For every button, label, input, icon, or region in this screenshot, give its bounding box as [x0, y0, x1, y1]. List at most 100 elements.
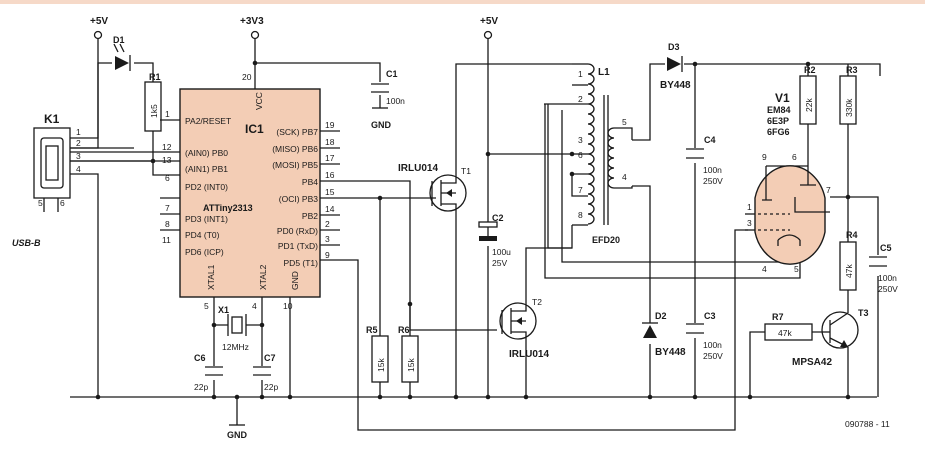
microcontroller-ic1: IC1 ATTiny2313 VCC XTAL1 XTAL2 GND PA2/R…	[160, 72, 340, 311]
svg-text:PD3 (INT1): PD3 (INT1)	[185, 214, 228, 224]
svg-text:22p: 22p	[194, 382, 208, 392]
svg-text:3: 3	[325, 234, 330, 244]
svg-text:18: 18	[325, 137, 335, 147]
junctions	[95, 60, 851, 400]
svg-text:PA2/RESET: PA2/RESET	[185, 116, 231, 126]
svg-text:22p: 22p	[264, 382, 278, 392]
transistor-t3: T3 MPSA42	[792, 308, 869, 368]
svg-text:C7: C7	[264, 353, 276, 363]
svg-text:100n: 100n	[878, 273, 897, 283]
mosfet-t1: IRLU014 T1	[398, 163, 471, 216]
svg-text:4: 4	[252, 301, 257, 311]
svg-text:R5: R5	[366, 325, 378, 335]
svg-text:C4: C4	[704, 135, 716, 145]
svg-text:4: 4	[622, 172, 627, 182]
svg-text:5: 5	[204, 301, 209, 311]
svg-text:R3: R3	[846, 65, 858, 75]
svg-text:9: 9	[325, 250, 330, 260]
svg-text:R6: R6	[398, 325, 410, 335]
header-bar	[0, 0, 925, 4]
svg-text:1: 1	[76, 127, 81, 137]
svg-text:T1: T1	[461, 166, 471, 176]
svg-text:PD1 (TxD): PD1 (TxD)	[278, 241, 318, 251]
svg-text:GND: GND	[290, 271, 300, 290]
svg-text:12: 12	[162, 142, 172, 152]
crystal-x1: X1 12MHz	[218, 305, 249, 352]
svg-text:(MOSI) PB5: (MOSI) PB5	[272, 160, 318, 170]
capacitor-c6: C6 22p	[194, 353, 223, 392]
tube-v1: V1 EM84 6E3P 6FG6 9 6 7 1 3 4 5	[747, 91, 831, 274]
svg-text:10: 10	[283, 301, 293, 311]
svg-text:PD2 (INT0): PD2 (INT0)	[185, 182, 228, 192]
svg-text:25V: 25V	[492, 258, 507, 268]
svg-text:7: 7	[578, 185, 583, 195]
svg-text:EFD20: EFD20	[592, 235, 620, 245]
svg-text:100n: 100n	[703, 165, 722, 175]
svg-text:8: 8	[578, 210, 583, 220]
svg-text:11: 11	[162, 235, 171, 245]
supply-5v-a: +5V	[90, 16, 108, 40]
capacitor-c1: C1 100n	[371, 69, 405, 106]
svg-text:9: 9	[762, 152, 767, 162]
svg-text:15: 15	[325, 187, 335, 197]
resistor-r1: R1 1k5	[144, 72, 162, 132]
svg-text:250V: 250V	[703, 351, 723, 361]
svg-text:100n: 100n	[703, 340, 722, 350]
svg-text:250V: 250V	[703, 176, 723, 186]
svg-text:1k5: 1k5	[149, 104, 159, 118]
svg-text:GND: GND	[227, 430, 248, 440]
svg-text:(OCI) PB3: (OCI) PB3	[279, 194, 318, 204]
diode-d2: D2 BY448	[642, 311, 686, 358]
transformer-l1: L1 EFD20 1 2 3 6 7 8 5 4	[578, 63, 633, 245]
resistor-r3: R3 330k	[839, 65, 858, 125]
svg-text:PD5 (T1): PD5 (T1)	[284, 258, 319, 268]
svg-text:5: 5	[38, 198, 43, 208]
svg-text:(MISO) PB6: (MISO) PB6	[272, 144, 318, 154]
svg-text:PD4 (T0): PD4 (T0)	[185, 230, 220, 240]
resistor-r5: R5 15k	[366, 325, 389, 383]
resistor-r7: R7 47k	[764, 312, 813, 341]
resistor-r2: R2 22k	[799, 65, 817, 125]
svg-text:USB-B: USB-B	[12, 238, 41, 248]
supply-5v-b: +5V	[480, 16, 498, 40]
wires	[70, 38, 881, 431]
svg-text:6: 6	[792, 152, 797, 162]
svg-text:D1: D1	[113, 35, 125, 45]
ground-main: GND	[227, 424, 248, 440]
svg-text:2: 2	[76, 138, 81, 148]
supply-3v3: +3V3	[240, 16, 264, 40]
svg-text:PB4: PB4	[302, 177, 318, 187]
svg-text:C1: C1	[386, 69, 398, 79]
capacitor-c4: C4 100n 250V	[686, 135, 723, 186]
svg-text:1: 1	[165, 109, 170, 119]
svg-text:1: 1	[747, 202, 752, 212]
svg-text:5: 5	[794, 264, 799, 274]
svg-text:(AIN1) PB1: (AIN1) PB1	[185, 164, 228, 174]
svg-text:7: 7	[826, 185, 831, 195]
svg-text:L1: L1	[598, 67, 610, 78]
svg-text:IC1: IC1	[245, 122, 264, 136]
led-d1: D1	[113, 35, 131, 71]
svg-text:D2: D2	[655, 311, 667, 321]
svg-text:4: 4	[76, 164, 81, 174]
svg-text:1: 1	[578, 69, 583, 79]
svg-text:15k: 15k	[406, 358, 416, 372]
svg-text:3: 3	[578, 135, 583, 145]
svg-text:(SCK) PB7: (SCK) PB7	[276, 127, 318, 137]
svg-text:250V: 250V	[878, 284, 898, 294]
svg-text:100n: 100n	[386, 96, 405, 106]
svg-text:BY448: BY448	[660, 80, 691, 91]
svg-text:K1: K1	[44, 112, 60, 126]
svg-text:330k: 330k	[844, 98, 854, 117]
svg-text:15k: 15k	[376, 358, 386, 372]
svg-text:R7: R7	[772, 312, 784, 322]
svg-text:5: 5	[622, 117, 627, 127]
svg-text:2: 2	[325, 219, 330, 229]
svg-text:19: 19	[325, 120, 335, 130]
svg-text:PD0 (RxD): PD0 (RxD)	[277, 226, 318, 236]
svg-text:(AIN0) PB0: (AIN0) PB0	[185, 148, 228, 158]
svg-text:T2: T2	[532, 297, 542, 307]
svg-text:MPSA42: MPSA42	[792, 357, 832, 368]
svg-text:R1: R1	[149, 72, 161, 82]
diode-d3: D3 BY448	[660, 42, 691, 91]
